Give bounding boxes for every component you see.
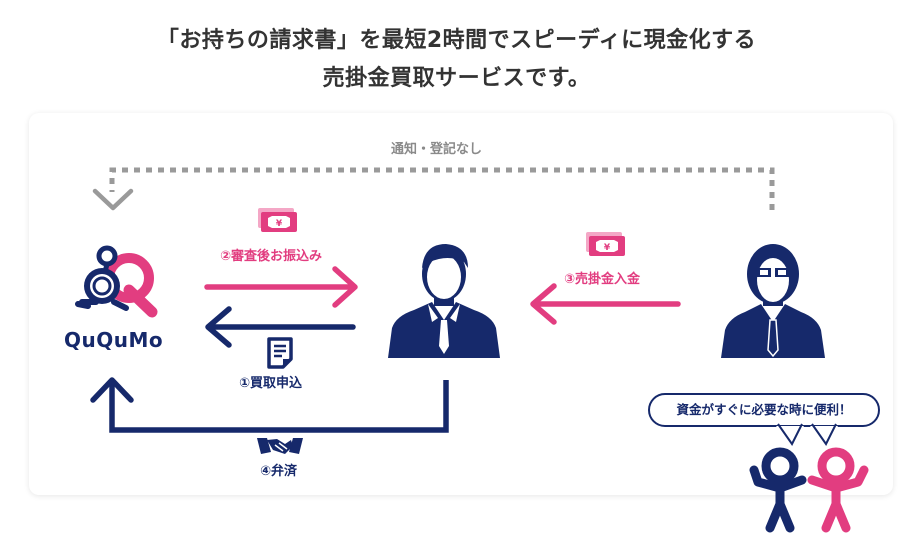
brand-name: QuQuMo xyxy=(64,328,164,352)
senior-businessman-icon xyxy=(721,244,825,358)
notice-label: 通知・登記なし xyxy=(391,142,483,157)
collection-arrow-left xyxy=(530,283,681,325)
payment-arrow-right xyxy=(204,266,358,308)
mascots-icon xyxy=(749,423,869,533)
document-icon xyxy=(267,337,293,369)
speech-bubble: 資金がすぐに必要な時に便利！ xyxy=(648,393,880,427)
money-icon: ¥ xyxy=(586,232,625,256)
svg-text:¥: ¥ xyxy=(604,243,611,253)
headline-line-2: 売掛金買取サービスです。 xyxy=(322,66,591,91)
businessman-icon xyxy=(388,244,500,358)
headline-line-1: 「お持ちの請求書」を最短2時間でスピーディに現金化する xyxy=(156,28,757,53)
application-arrow-left xyxy=(205,306,356,348)
chevron-up-icon xyxy=(90,377,134,403)
money-icon: ¥ xyxy=(258,208,297,232)
step-4-label: ④弁済 xyxy=(260,464,298,479)
handshake-icon xyxy=(257,438,303,454)
step-1-label: ①買取申込 xyxy=(239,376,303,391)
ququmo-logo-icon xyxy=(75,245,158,318)
svg-text:¥: ¥ xyxy=(276,219,283,229)
step-3-label: ③売掛金入金 xyxy=(564,272,641,287)
chevron-down-icon xyxy=(92,188,134,211)
step-2-label: ②審査後お振込み xyxy=(220,249,323,264)
